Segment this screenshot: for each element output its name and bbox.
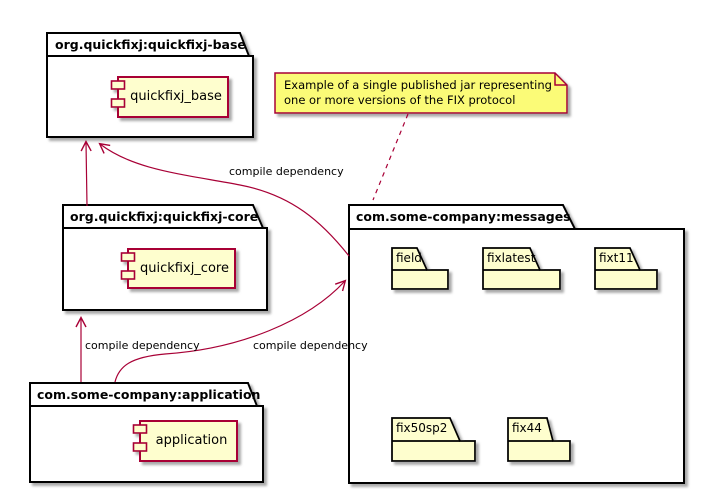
folder-fix44 xyxy=(507,417,571,462)
folder-fixt11 xyxy=(594,247,658,290)
component-icon xyxy=(110,80,126,90)
edge-label-application-to-messages: compile dependency xyxy=(253,339,368,352)
folder-fix50sp2 xyxy=(391,417,476,462)
edge-application-to-messages xyxy=(114,279,347,383)
edge-core-to-base xyxy=(80,139,92,207)
component-quickfixj-core xyxy=(120,248,236,289)
note-text: Example of a single published jar repres… xyxy=(284,78,552,108)
folder-field xyxy=(391,247,449,290)
component-icon xyxy=(110,98,126,108)
package-title-quickfixj-base: org.quickfixj:quickfixj-base xyxy=(55,37,246,52)
component-quickfixj-base xyxy=(110,76,229,118)
folder-label-fixlatest: fixlatest xyxy=(487,251,536,265)
folder-fixlatest xyxy=(482,247,561,290)
package-title-application: com.some-company:application xyxy=(37,387,261,402)
note-shape xyxy=(274,72,568,114)
package-title-messages: com.some-company:messages xyxy=(356,209,571,224)
folder-label-fix44: fix44 xyxy=(512,421,542,435)
edge-label-application-to-core: compile dependency xyxy=(85,339,200,352)
folder-label-fixt11: fixt11 xyxy=(599,251,634,265)
note-text-line2: one or more versions of the FIX protocol xyxy=(284,93,516,107)
folder-label-field: field xyxy=(396,251,422,265)
component-icon xyxy=(132,442,148,452)
edge-label-messages-to-base: compile dependency xyxy=(229,165,344,178)
folder-label-fix50sp2: fix50sp2 xyxy=(396,421,448,435)
component-label-quickfixj-core: quickfixj_core xyxy=(140,260,229,276)
component-label-quickfixj-base: quickfixj_base xyxy=(130,89,222,105)
component-label-application: application xyxy=(155,433,228,449)
note-text-line1: Example of a single published jar repres… xyxy=(284,78,552,92)
package-title-quickfixj-core: org.quickfixj:quickfixj-core xyxy=(70,209,259,224)
component-icon xyxy=(120,270,136,280)
component-application xyxy=(132,420,238,462)
component-icon xyxy=(120,252,136,262)
edge-note-to-messages xyxy=(372,113,409,201)
edge-messages-to-base xyxy=(98,142,350,257)
component-icon xyxy=(132,424,148,434)
